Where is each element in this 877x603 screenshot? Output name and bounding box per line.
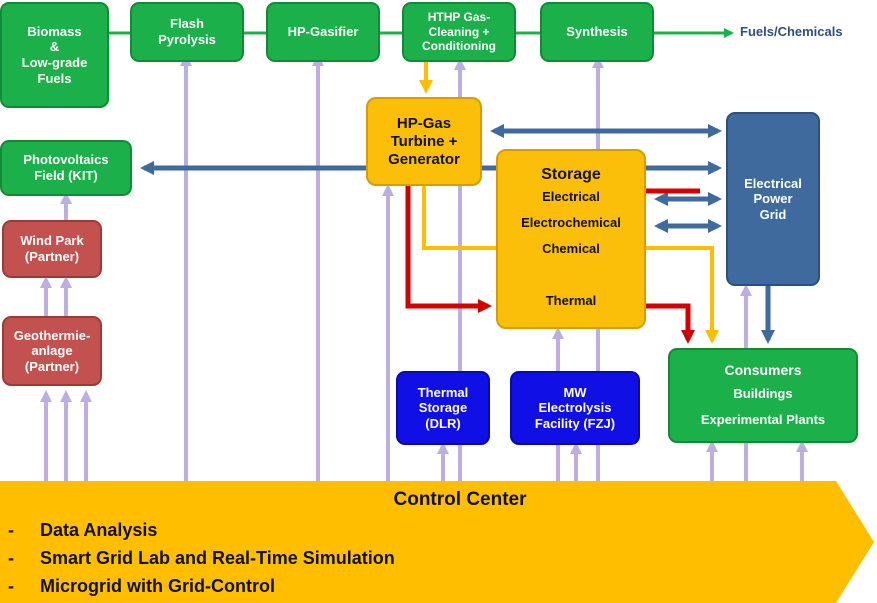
control-center-list: - Data Analysis - Smart Grid Lab and Real-… [8,516,395,600]
geothermie-box: Geothermie- anlage (Partner) [2,316,102,386]
control-center-item-data-analysis: - Data Analysis [8,516,395,544]
control-center-item-smart-grid-lab: - Smart Grid Lab and Real-Time Simulation [8,544,395,572]
storage-electrical: Electrical [542,189,600,204]
thermal-links [405,186,700,344]
list-bullet: - [8,548,14,568]
storage-electrochemical: Electrochemical [521,215,621,230]
electrical-links [140,124,775,344]
storage-title: Storage [541,166,601,183]
list-item-text: Microgrid with Grid-Control [40,576,275,596]
consumers-title: Consumers [724,362,802,378]
consumers-box: Consumers Buildings Experimental Plants [668,348,858,443]
electrical-power-grid-box: Electrical Power Grid [726,112,820,286]
control-center-arrow [0,481,874,603]
control-center-item-microgrid: - Microgrid with Grid-Control [8,572,395,600]
consumers-buildings: Buildings [733,386,793,401]
photovoltaics-box: Photovoltaics Field (KIT) [0,140,132,196]
list-bullet: - [8,520,14,540]
control-center-title: Control Center [393,489,527,510]
synthesis-box: Synthesis [540,2,654,62]
hp-gasifier-box: HP-Gasifier [266,2,380,62]
hp-gas-turbine-box: HP-Gas Turbine + Generator [366,97,482,186]
consumers-experimental-plants: Experimental Plants [700,412,826,427]
mw-electrolysis-box: MW Electrolysis Facility (FZJ) [510,371,640,445]
storage-thermal: Thermal [545,293,597,308]
biomass-box: Biomass & Low-grade Fuels [0,2,109,108]
flash-pyrolysis-box: Flash Pyrolysis [130,2,244,62]
list-item-text: Smart Grid Lab and Real-Time Simulation [40,548,395,568]
wind-park-box: Wind Park (Partner) [2,220,102,278]
storage-box: Storage Electrical Electrochemical Chemi… [496,149,646,329]
hthp-gas-cleaning-box: HTHP Gas- Cleaning + Conditioning [402,2,516,62]
list-bullet: - [8,576,14,596]
storage-chemical: Chemical [542,241,600,256]
thermal-storage-dlr-box: Thermal Storage (DLR) [396,371,490,445]
list-item-text: Data Analysis [40,520,158,540]
fuels-chemicals-label: Fuels/Chemicals [740,24,843,39]
